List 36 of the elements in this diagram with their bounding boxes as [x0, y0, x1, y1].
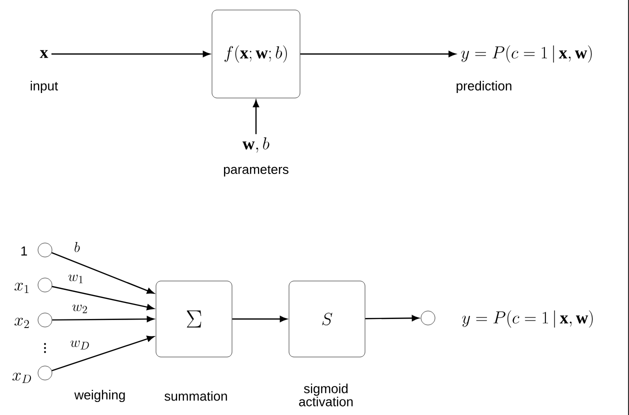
- neuron-circle: [38, 366, 52, 380]
- neuron-circle: [420, 310, 436, 326]
- edge-label: $w_1$: [66, 274, 86, 284]
- arrow: [232, 316, 288, 322]
- edge-label: $w_2$: [70, 304, 90, 314]
- edge-label: $w_D$: [69, 340, 91, 350]
- caption-text: sigmoid activation: [299, 384, 353, 406]
- edge-label: $b$: [73, 241, 81, 253]
- arrow: [52, 286, 154, 310]
- arrow: [51, 50, 210, 58]
- caption-text: summation: [164, 391, 227, 401]
- arrow: [300, 50, 456, 58]
- function-box: $f(\mathbf{x};\mathbf{w};b)$: [212, 10, 300, 98]
- input-label: 1: [21, 246, 27, 256]
- arrow: [52, 316, 154, 322]
- caption-text: input: [30, 80, 58, 94]
- arrow: [365, 315, 420, 322]
- process-box: $S$: [288, 280, 366, 358]
- neuron-circle: [38, 312, 52, 328]
- math-label: $y = P(c = 1\,|\,\mathbf{x},\mathbf{w})$: [461, 45, 592, 63]
- math-label: $y = P(c = 1\,|\,\mathbf{x},\mathbf{w})$: [462, 310, 593, 328]
- arrow: [252, 100, 260, 134]
- input-label: $x_2$: [14, 318, 29, 328]
- input-label: $x_D$: [12, 372, 31, 384]
- neuron-circle: [38, 278, 52, 292]
- math-label: $\mathbf{w},b$: [242, 137, 270, 153]
- process-box: $\Sigma$: [156, 280, 232, 358]
- caption-text: prediction: [456, 80, 512, 94]
- math-label: $\mathbf{x}$: [40, 50, 48, 58]
- neuron-circle: [38, 242, 52, 258]
- caption-text: weighing: [74, 390, 125, 402]
- vertical-dots: $\vdots$: [44, 343, 46, 353]
- arrow: [51, 252, 154, 294]
- arrow: [52, 336, 154, 372]
- caption-text: parameters: [224, 165, 288, 177]
- input-label: $x_1$: [14, 282, 29, 294]
